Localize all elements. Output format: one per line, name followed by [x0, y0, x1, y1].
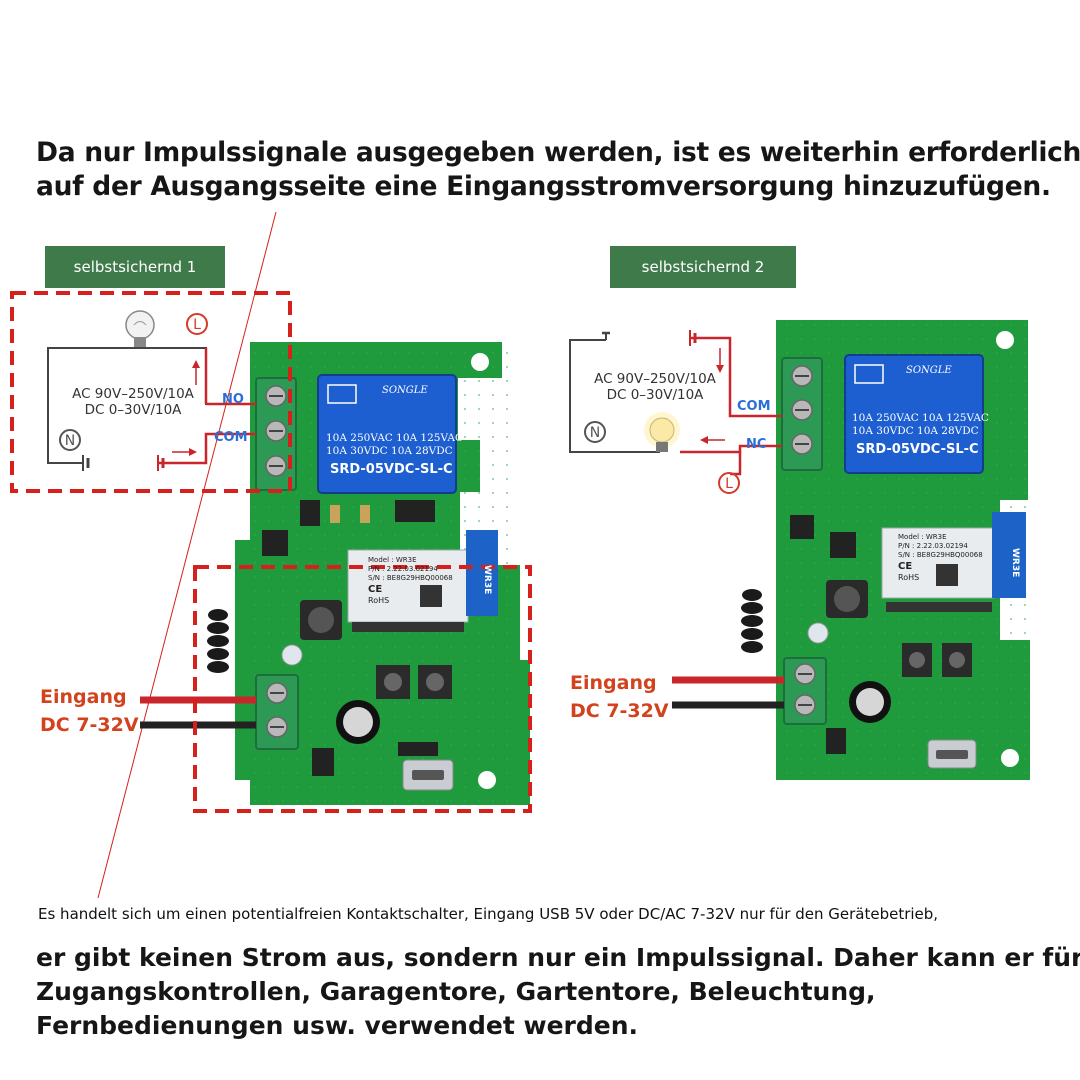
bulb-icon [125, 310, 155, 347]
relay-2-model: SRD-05VDC-SL-C [856, 442, 979, 457]
module-1-ce: CE [368, 584, 383, 595]
bulb-icon [644, 412, 680, 452]
relay-2-brand: SONGLE [906, 365, 952, 376]
relay-1-rating-1: 10A 250VAC 10A 125VAC [326, 432, 463, 444]
diagram-2-input-label: Eingang DC 7-32V [570, 669, 669, 725]
diagram-1-supply: AC 90V–250V/10A DC 0–30V/10A [58, 386, 208, 418]
module-1-model: Model : WR3E [368, 556, 417, 564]
module-2-ce: CE [898, 561, 913, 572]
neutral-icon: N [584, 421, 606, 443]
bottom-text: er gibt keinen Strom aus, sondern nur ei… [36, 941, 1080, 1043]
module-2-label: Model : WR3E P/N : 2.22.03.02194 S/N : B… [898, 533, 983, 582]
module-1-label: Model : WR3E P/N : 2.22.03.02194 S/N : B… [368, 556, 453, 605]
diagram-1-terminal-no: NO [222, 392, 244, 407]
relay-1-brand: SONGLE [382, 385, 428, 396]
module-1-antenna-label: WR3E [482, 565, 492, 595]
live-icon: L [718, 472, 740, 494]
diagram-2-supply-line-2: DC 0–30V/10A [606, 387, 704, 403]
neutral-icon: N [59, 429, 81, 451]
board-1 [140, 342, 530, 805]
diagram-1-terminal-com: COM [214, 430, 248, 445]
headline-line-2: auf der Ausgangsseite eine Eingangsstrom… [36, 171, 1051, 202]
dashed-box-input [193, 565, 532, 813]
module-1-pn: P/N : 2.22.03.02194 [368, 565, 438, 573]
module-2-rohs: RoHS [898, 573, 920, 582]
diagram-2-tag: selbstsichernd 2 [610, 246, 796, 288]
module-2-sn: S/N : BE8G29HBQ00068 [898, 551, 983, 559]
footnote: Es handelt sich um einen potentialfreien… [38, 905, 939, 923]
diagram-2-terminal-com: COM [737, 399, 771, 414]
relay-2-ratings: 10A 250VAC 10A 125VAC 10A 30VDC 10A 28VD… [852, 412, 989, 438]
module-2-antenna-label: WR3E [1010, 548, 1020, 578]
module-2-model: Model : WR3E [898, 533, 947, 541]
diagram-1-input-voltage: DC 7-32V [40, 714, 139, 736]
diagram-1-supply-line-2: DC 0–30V/10A [84, 402, 182, 418]
diagram-2-supply: AC 90V–250V/10A DC 0–30V/10A [580, 371, 730, 403]
diagram-1-input-label-text: Eingang [40, 686, 127, 708]
relay-1-model: SRD-05VDC-SL-C [330, 462, 453, 477]
headline-line-1: Da nur Impulssignale ausgegeben werden, … [36, 137, 1080, 168]
bottom-line-1: er gibt keinen Strom aus, sondern nur ei… [36, 943, 1080, 972]
bottom-line-3: Fernbedienungen usw. verwendet werden. [36, 1011, 639, 1040]
diagram-2-supply-line-1: AC 90V–250V/10A [594, 371, 716, 387]
board-2 [672, 320, 1030, 780]
diagram-2-input-voltage: DC 7-32V [570, 700, 669, 722]
live-icon: L [186, 313, 208, 335]
module-1-sn: S/N : BE8G29HBQ00068 [368, 574, 453, 582]
diagram-1-tag: selbstsichernd 1 [45, 246, 225, 288]
module-2-pn: P/N : 2.22.03.02194 [898, 542, 968, 550]
pointer-line [97, 211, 277, 899]
diagram-2-wiring [569, 330, 782, 476]
relay-1-rating-2: 10A 30VDC 10A 28VDC [326, 445, 453, 457]
diagram-2-terminal-nc: NC [746, 437, 767, 452]
module-1-rohs: RoHS [368, 596, 390, 605]
diagram-1-supply-line-1: AC 90V–250V/10A [72, 386, 194, 402]
dashed-box-output [10, 291, 292, 493]
headline: Da nur Impulssignale ausgegeben werden, … [36, 136, 1080, 204]
diagram-2-input-label-text: Eingang [570, 672, 657, 694]
relay-2-rating-1: 10A 250VAC 10A 125VAC [852, 412, 989, 424]
diagram-1-input-label: Eingang DC 7-32V [40, 683, 139, 739]
bottom-line-2: Zugangskontrollen, Garagentore, Gartento… [36, 977, 876, 1006]
relay-2-rating-2: 10A 30VDC 10A 28VDC [852, 425, 979, 437]
diagram-1-wiring [47, 310, 256, 471]
relay-1-ratings: 10A 250VAC 10A 125VAC 10A 30VDC 10A 28VD… [326, 432, 463, 458]
